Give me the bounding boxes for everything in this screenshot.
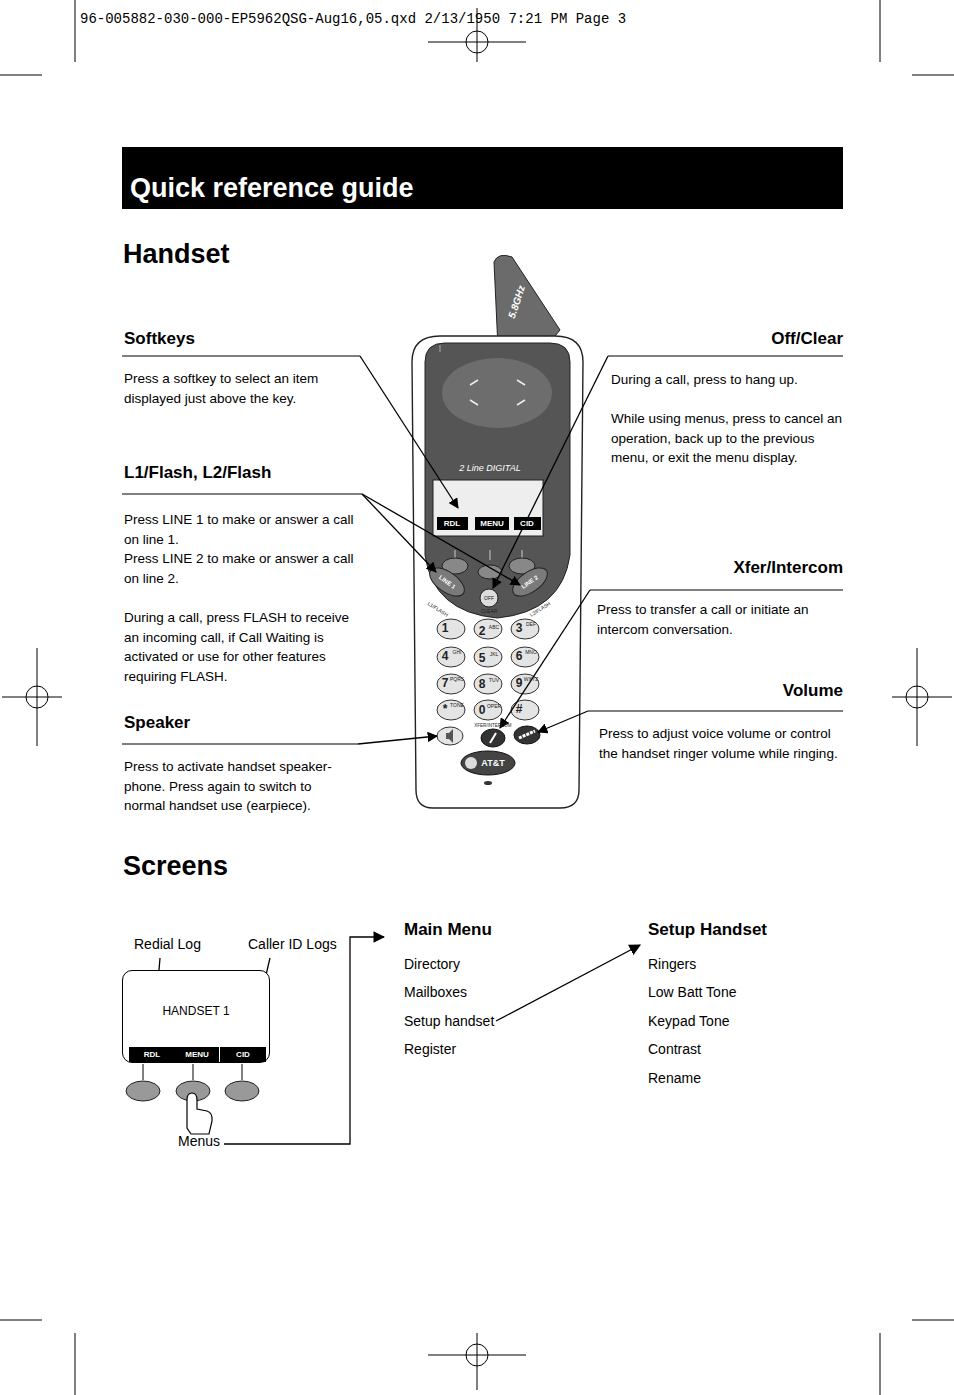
key-digit: 5 xyxy=(475,652,489,665)
flash-text: L2/FLASH xyxy=(526,599,555,620)
softkey-label: CID xyxy=(220,1049,266,1060)
brand-logo: AT&T xyxy=(476,758,510,768)
line-key: LINE 2 xyxy=(514,570,546,595)
key-letters: DEF xyxy=(523,621,539,627)
callout-text: During a call, press to hang up. xyxy=(611,370,843,390)
softkey-tab: RDL xyxy=(129,1047,175,1062)
key-digit: 1 xyxy=(438,622,452,635)
key-digit: 2 xyxy=(475,625,489,638)
callout-heading: Softkeys xyxy=(124,329,324,349)
key-digit: 8 xyxy=(475,678,489,691)
menu-item: Ringers xyxy=(648,955,848,973)
key-letters: WXYZ xyxy=(523,676,539,682)
softkey-label: RDL xyxy=(129,1049,175,1060)
callout-text: Press LINE 2 to make or answer a call on… xyxy=(124,549,362,588)
page-title: Quick reference guide xyxy=(130,172,414,204)
handset-illustration xyxy=(412,255,583,808)
key-digit: * xyxy=(438,703,452,716)
menu-item: Rename xyxy=(648,1069,848,1087)
callout-text: Press a softkey to select an item displa… xyxy=(124,369,356,408)
screen-display: HANDSET 1 RDLMENUCID xyxy=(122,970,270,1063)
section-heading: Screens xyxy=(123,850,423,882)
screen-caption: Menus xyxy=(178,1132,258,1150)
button-text: XFER/INTERCOM xyxy=(473,723,513,729)
key-digit: 3 xyxy=(512,622,526,635)
file-header: 96-005882-030-000-EP5962QSG-Aug16,05.qxd… xyxy=(80,10,780,28)
callout-text: During a call, press FLASH to receive an… xyxy=(124,608,362,686)
key-letters: OPER xyxy=(486,703,502,709)
key-letters: TONE xyxy=(449,702,465,708)
softkey-tab: CID xyxy=(514,519,540,529)
callout-text: Press to transfer a call or initiate an … xyxy=(597,600,843,639)
key-letters: PQRS xyxy=(449,676,465,682)
callout-text: Press to activate handset speaker-phone.… xyxy=(124,757,356,816)
screen-text: HANDSET 1 xyxy=(123,1004,269,1019)
callout-text: Press to adjust voice volume or control … xyxy=(599,724,843,763)
key-letters: ABC xyxy=(486,624,502,630)
softkey-label: MENU xyxy=(175,1049,219,1060)
callout-heading: Off/Clear xyxy=(643,329,843,349)
menu-item: Low Batt Tone xyxy=(648,983,848,1001)
key-letters: TUV xyxy=(486,677,502,683)
callout-text: While using menus, press to cancel an op… xyxy=(611,409,843,468)
band-mark: 5.8GHz xyxy=(504,276,531,327)
softkey-tab: MENU xyxy=(175,1047,219,1062)
section-heading: Handset xyxy=(123,238,423,270)
key-digit: 7 xyxy=(438,677,452,690)
leader-lines xyxy=(358,356,608,744)
screen-caption: Redial Log xyxy=(134,935,254,953)
menu-item: Keypad Tone xyxy=(648,1012,848,1030)
key-digit: 0 xyxy=(475,704,489,717)
menu-heading: Setup Handset xyxy=(648,920,848,940)
softkey-tab: CID xyxy=(220,1047,266,1062)
softkey-tab: RDL xyxy=(437,519,467,529)
key-letters: MNO xyxy=(523,649,539,655)
menu-item: Setup handset xyxy=(404,1012,604,1030)
key-text: CLEAR xyxy=(479,608,499,614)
key-digit: 6 xyxy=(512,650,526,663)
key-letters: GHI xyxy=(449,649,465,655)
title-band xyxy=(122,147,843,209)
key-letters: JKL xyxy=(486,651,502,657)
menu-heading: Main Menu xyxy=(404,920,604,940)
softkey-tab: MENU xyxy=(475,519,509,529)
callout-heading: Volume xyxy=(643,681,843,701)
model-mark: 2 Line DIGITAL xyxy=(445,463,535,474)
callout-text: Press LINE 1 to make or answer a call on… xyxy=(124,510,362,549)
callout-heading: Xfer/Intercom xyxy=(643,558,843,578)
line-key: LINE 1 xyxy=(431,570,463,595)
key-digit: 4 xyxy=(438,650,452,663)
menu-item: Directory xyxy=(404,955,604,973)
callout-heading: Speaker xyxy=(124,713,324,733)
callout-heading: L1/Flash, L2/Flash xyxy=(124,463,344,483)
menu-item: Mailboxes xyxy=(404,983,604,1001)
key-digit: # xyxy=(512,703,526,716)
key-text: OFF xyxy=(481,595,497,601)
screen-caption: Caller ID Logs xyxy=(248,935,388,953)
menu-item: Contrast xyxy=(648,1040,848,1058)
flash-text: L1/FLASH xyxy=(424,599,453,620)
menu-item: Register xyxy=(404,1040,604,1058)
